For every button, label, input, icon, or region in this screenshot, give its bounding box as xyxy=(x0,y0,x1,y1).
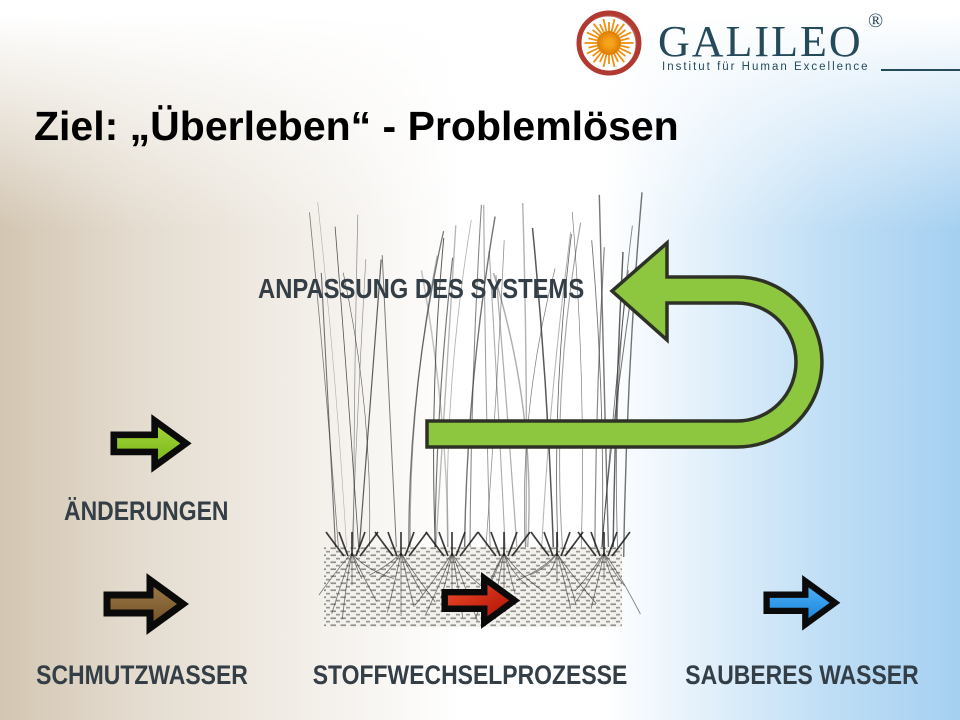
root-system-drawing xyxy=(318,531,641,621)
brand-tagline: Institut für Human Excellence xyxy=(662,61,870,73)
label-schmutzwasser: SCHMUTZWASSER xyxy=(36,660,248,690)
slide-title: Ziel: „Überleben“ - Problemlösen xyxy=(34,103,679,149)
registered-trademark-symbol: ® xyxy=(868,10,884,32)
aenderungen-arrow xyxy=(110,414,192,473)
sauberes-wasser-arrow xyxy=(763,575,841,631)
logo-rule-line xyxy=(881,69,960,71)
feedback-uturn-arrow xyxy=(425,239,824,449)
stoffwechsel-arrow xyxy=(441,572,521,629)
brand-name: GALILEO xyxy=(658,17,863,66)
reed-plants-drawing xyxy=(309,192,643,558)
label-aenderungen: ÄNDERUNGEN xyxy=(64,496,229,526)
label-sauberes-wasser: SAUBERES WASSER xyxy=(685,660,919,690)
label-stoffwechselprozesse: STOFFWECHSELPROZESSE xyxy=(312,660,628,690)
label-anpassung-des-systems: ANPASSUNG DES SYSTEMS xyxy=(258,273,585,304)
sun-logo-icon xyxy=(576,10,642,76)
water-root-zone-drawing xyxy=(324,547,622,627)
schmutzwasser-arrow xyxy=(103,573,189,635)
